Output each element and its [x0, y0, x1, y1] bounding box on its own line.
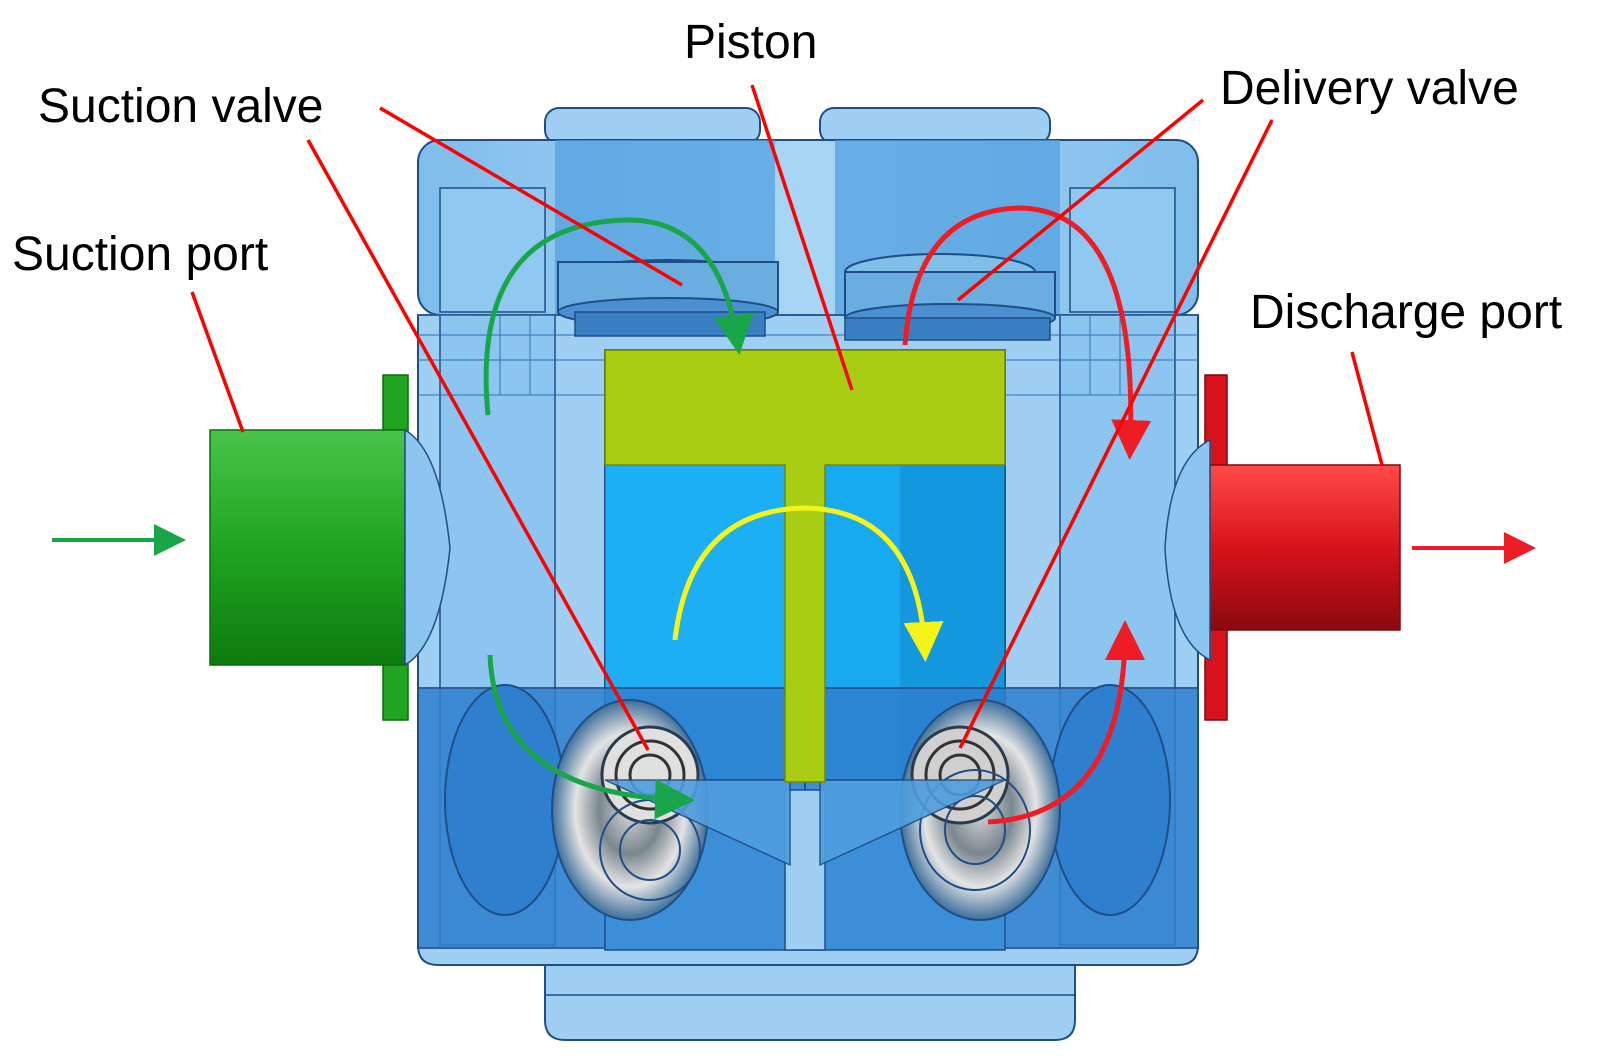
leader-delivery-valve-bottom [958, 119, 1274, 749]
leader-suction-valve-bottom [306, 139, 650, 751]
base-foot [544, 964, 1076, 1041]
label-suction-valve: Suction valve [38, 80, 324, 133]
label-suction-port: Suction port [12, 228, 268, 281]
leader-delivery-valve-top [956, 98, 1205, 302]
lower-delivery-valve [899, 684, 1171, 921]
upper-delivery-valve [844, 253, 1056, 341]
leader-piston [750, 84, 854, 391]
leader-suction-port [190, 291, 245, 433]
piston [604, 349, 1006, 783]
leader-lines [190, 84, 1384, 751]
leader-discharge-port [1350, 351, 1384, 466]
suction-flow-top [483, 217, 754, 416]
top-cap-left [544, 107, 761, 145]
delivery-flow-bottom [987, 620, 1145, 825]
suction-flow-bottom [487, 654, 695, 820]
discharge-port [1164, 374, 1401, 721]
top-cap-right [819, 107, 1051, 145]
delivery-flow-top [902, 205, 1152, 460]
label-piston: Piston [684, 16, 817, 69]
piston-motion-arrow [672, 505, 944, 662]
upper-suction-valve [557, 259, 779, 337]
suction-port [209, 374, 451, 721]
label-discharge-port: Discharge port [1250, 286, 1562, 339]
leader-suction-valve-top [379, 106, 683, 287]
lower-suction-valve [444, 684, 709, 921]
label-delivery-valve: Delivery valve [1220, 62, 1519, 115]
